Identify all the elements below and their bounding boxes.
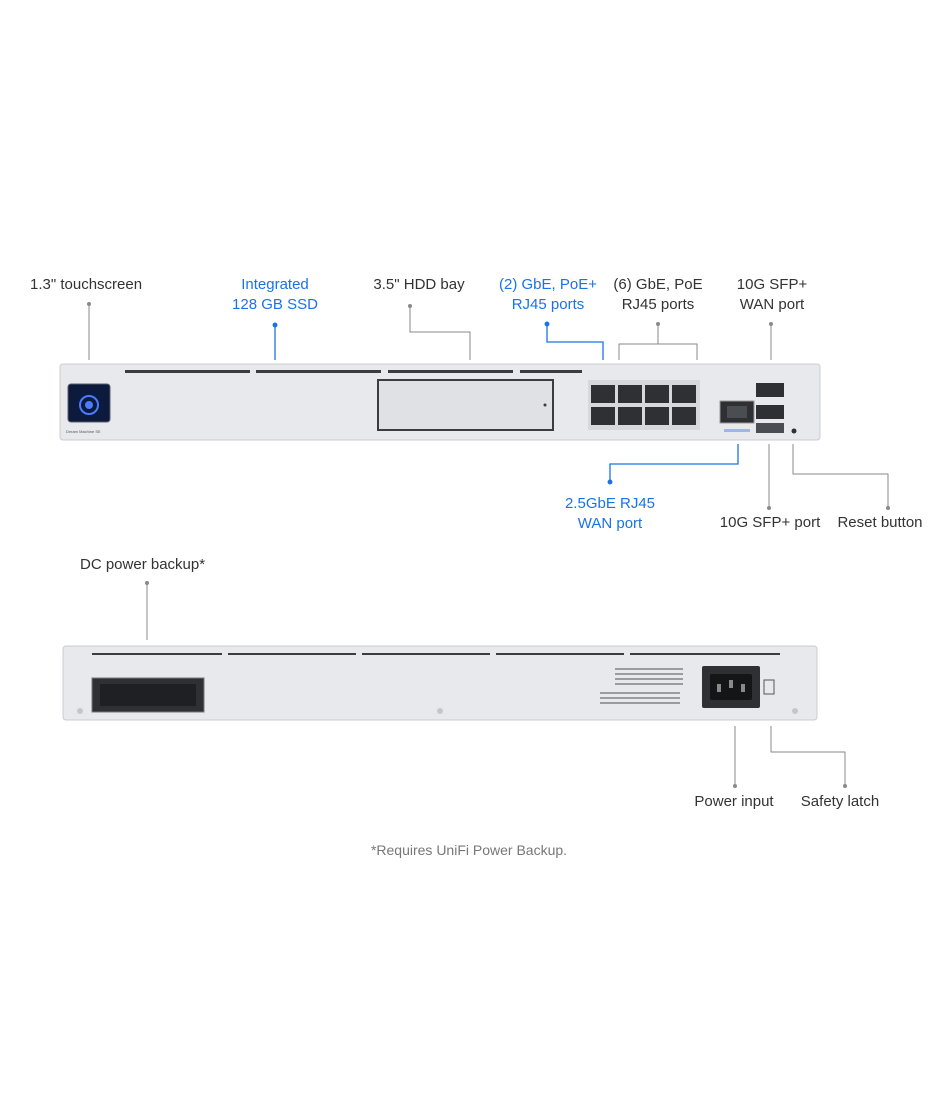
sfp-wan-port (756, 383, 784, 397)
rear-leader-lines (145, 581, 847, 788)
label-wan-rj45: 2.5GbE RJ45 WAN port (564, 495, 656, 532)
rj45-port-group (588, 380, 700, 430)
label-hdd-bay: 3.5" HDD bay (373, 276, 465, 293)
reset-button (791, 428, 797, 434)
label-sfp-port: 10G SFP+ port (719, 514, 821, 531)
safety-latch (763, 679, 775, 695)
label-touchscreen: 1.3" touchscreen (30, 276, 143, 293)
front-leader-lines (87, 302, 890, 510)
label-sfp-wan-port: 10G SFP+ WAN port (736, 276, 808, 313)
front-panel: Dream Machine SE (59, 363, 821, 441)
hdd-bay (377, 379, 554, 431)
label-safety-latch: Safety latch (800, 793, 880, 810)
label-reset-button: Reset button (837, 514, 923, 531)
label-power-input: Power input (694, 793, 774, 810)
label-ssd: Integrated 128 GB SSD (232, 276, 318, 313)
label-dc-power-backup: DC power backup* (80, 556, 206, 573)
footnote: *Requires UniFi Power Backup. (370, 842, 568, 858)
label-poe-plus-ports: (2) GbE, PoE+ RJ45 ports (499, 276, 597, 313)
sfp-port (756, 405, 784, 419)
front-leader-lines-accent (272, 321, 739, 485)
rear-panel (62, 645, 818, 721)
label-poe-ports: (6) GbE, PoE RJ45 ports (613, 276, 703, 313)
front-brand-text: Dream Machine SE (66, 429, 101, 434)
